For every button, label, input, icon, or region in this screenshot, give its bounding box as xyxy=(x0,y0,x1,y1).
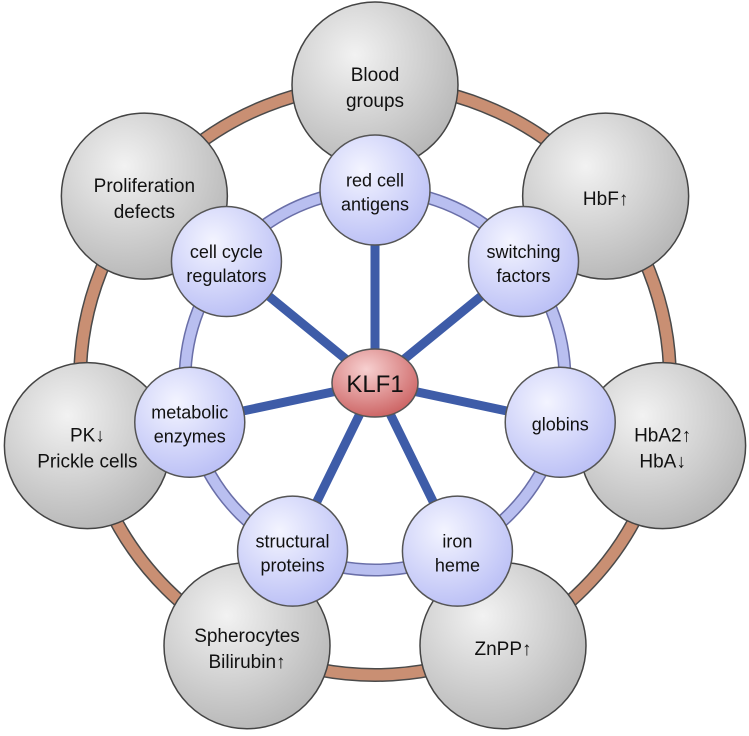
inner-node-label: globins xyxy=(532,415,589,435)
inner-node: globins xyxy=(504,366,616,479)
inner-node: switching factors xyxy=(467,205,580,318)
inner-node-label: regulators xyxy=(186,266,266,286)
outer-node: HbA2↑ HbA↓ xyxy=(578,361,747,530)
outer-node-label: groups xyxy=(346,91,404,112)
outer-node-label: HbA2↑ xyxy=(634,426,691,447)
outer-node: PK↓ Prickle cells xyxy=(3,361,172,530)
outer-node-label: defects xyxy=(114,202,175,223)
inner-node: structural proteins xyxy=(236,495,349,607)
inner-node: cell cycle regulators xyxy=(170,205,283,318)
center-label: KLF1 xyxy=(346,371,403,398)
inner-node-label: proteins xyxy=(261,556,325,576)
outer-node-label: HbF↑ xyxy=(583,189,628,210)
outer-node-label: Bilirubin↑ xyxy=(208,652,285,673)
inner-node-label: heme xyxy=(435,556,480,576)
inner-node-label: red cell xyxy=(346,170,404,190)
inner-node-label: enzymes xyxy=(154,427,226,447)
outer-node-label: ZnPP↑ xyxy=(474,639,531,660)
outer-node-label: Proliferation xyxy=(94,176,195,197)
outer-node-label: Spherocytes xyxy=(194,626,300,647)
inner-node-label: antigens xyxy=(341,194,409,214)
outer-node: Blood groups xyxy=(291,1,459,169)
inner-node-label: iron xyxy=(442,532,472,552)
inner-nodes: red cell antigens switching factors globins i… xyxy=(134,134,616,607)
center-node-klf1: KLF1 xyxy=(331,348,419,418)
inner-node-label: switching xyxy=(487,242,561,262)
inner-node-label: factors xyxy=(497,266,551,286)
outer-node-label: Blood xyxy=(351,65,400,86)
outer-node-label: PK↓ xyxy=(70,426,105,447)
inner-node-label: structural xyxy=(256,532,330,552)
outer-node-label: HbA↓ xyxy=(639,452,685,473)
inner-node-label: metabolic xyxy=(151,403,228,423)
inner-node: metabolic enzymes xyxy=(134,366,246,479)
inner-node: iron heme xyxy=(401,495,514,607)
outer-node-label: Prickle cells xyxy=(37,452,137,473)
inner-node-label: cell cycle xyxy=(190,242,263,262)
inner-node: red cell antigens xyxy=(319,134,431,246)
